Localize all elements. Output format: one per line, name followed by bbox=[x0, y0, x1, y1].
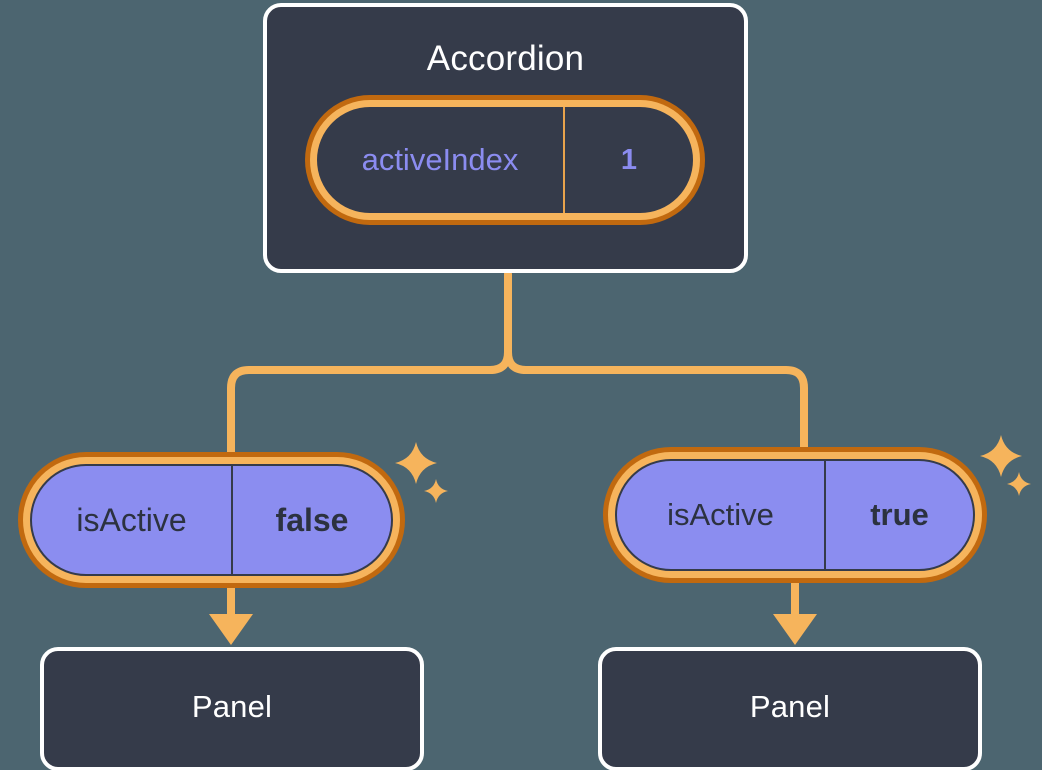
state-pill-active-index[interactable]: activeIndex 1 bbox=[305, 95, 705, 225]
panel-component-box-right[interactable]: Panel bbox=[598, 647, 982, 770]
panel-title-right: Panel bbox=[749, 689, 831, 724]
state-value-is-active-left: false bbox=[231, 466, 391, 574]
pill-body: isActive false bbox=[30, 464, 393, 576]
state-key-active-index: activeIndex bbox=[361, 142, 519, 177]
pill-body: activeIndex 1 bbox=[317, 107, 693, 213]
sparkle-large-icon bbox=[395, 442, 437, 484]
state-key-is-active-right: isActive bbox=[667, 497, 774, 532]
pill-ring: isActive false bbox=[23, 457, 400, 583]
sparkle-small-icon bbox=[424, 479, 448, 503]
sparkle-large-icon bbox=[980, 435, 1022, 477]
accordion-title: Accordion bbox=[426, 39, 585, 78]
state-pill-is-active-right[interactable]: isActive true bbox=[603, 447, 987, 583]
pill-body: isActive true bbox=[615, 459, 975, 571]
left-item-to-panel-arrow bbox=[209, 588, 253, 645]
sparkle-small-icon bbox=[1007, 472, 1031, 496]
pill-ring: activeIndex 1 bbox=[310, 100, 700, 220]
state-value-active-index: 1 bbox=[563, 107, 693, 213]
pill-ring: isActive true bbox=[608, 452, 982, 578]
state-value-is-active-right: true bbox=[824, 461, 973, 569]
panel-component-box-left[interactable]: Panel bbox=[40, 647, 424, 770]
panel-title-left: Panel bbox=[191, 689, 273, 724]
state-key-is-active-left: isActive bbox=[76, 501, 187, 538]
accordion-to-items-connector bbox=[227, 270, 808, 456]
state-pill-is-active-left[interactable]: isActive false bbox=[18, 452, 405, 588]
right-item-to-panel-arrow bbox=[773, 583, 817, 645]
